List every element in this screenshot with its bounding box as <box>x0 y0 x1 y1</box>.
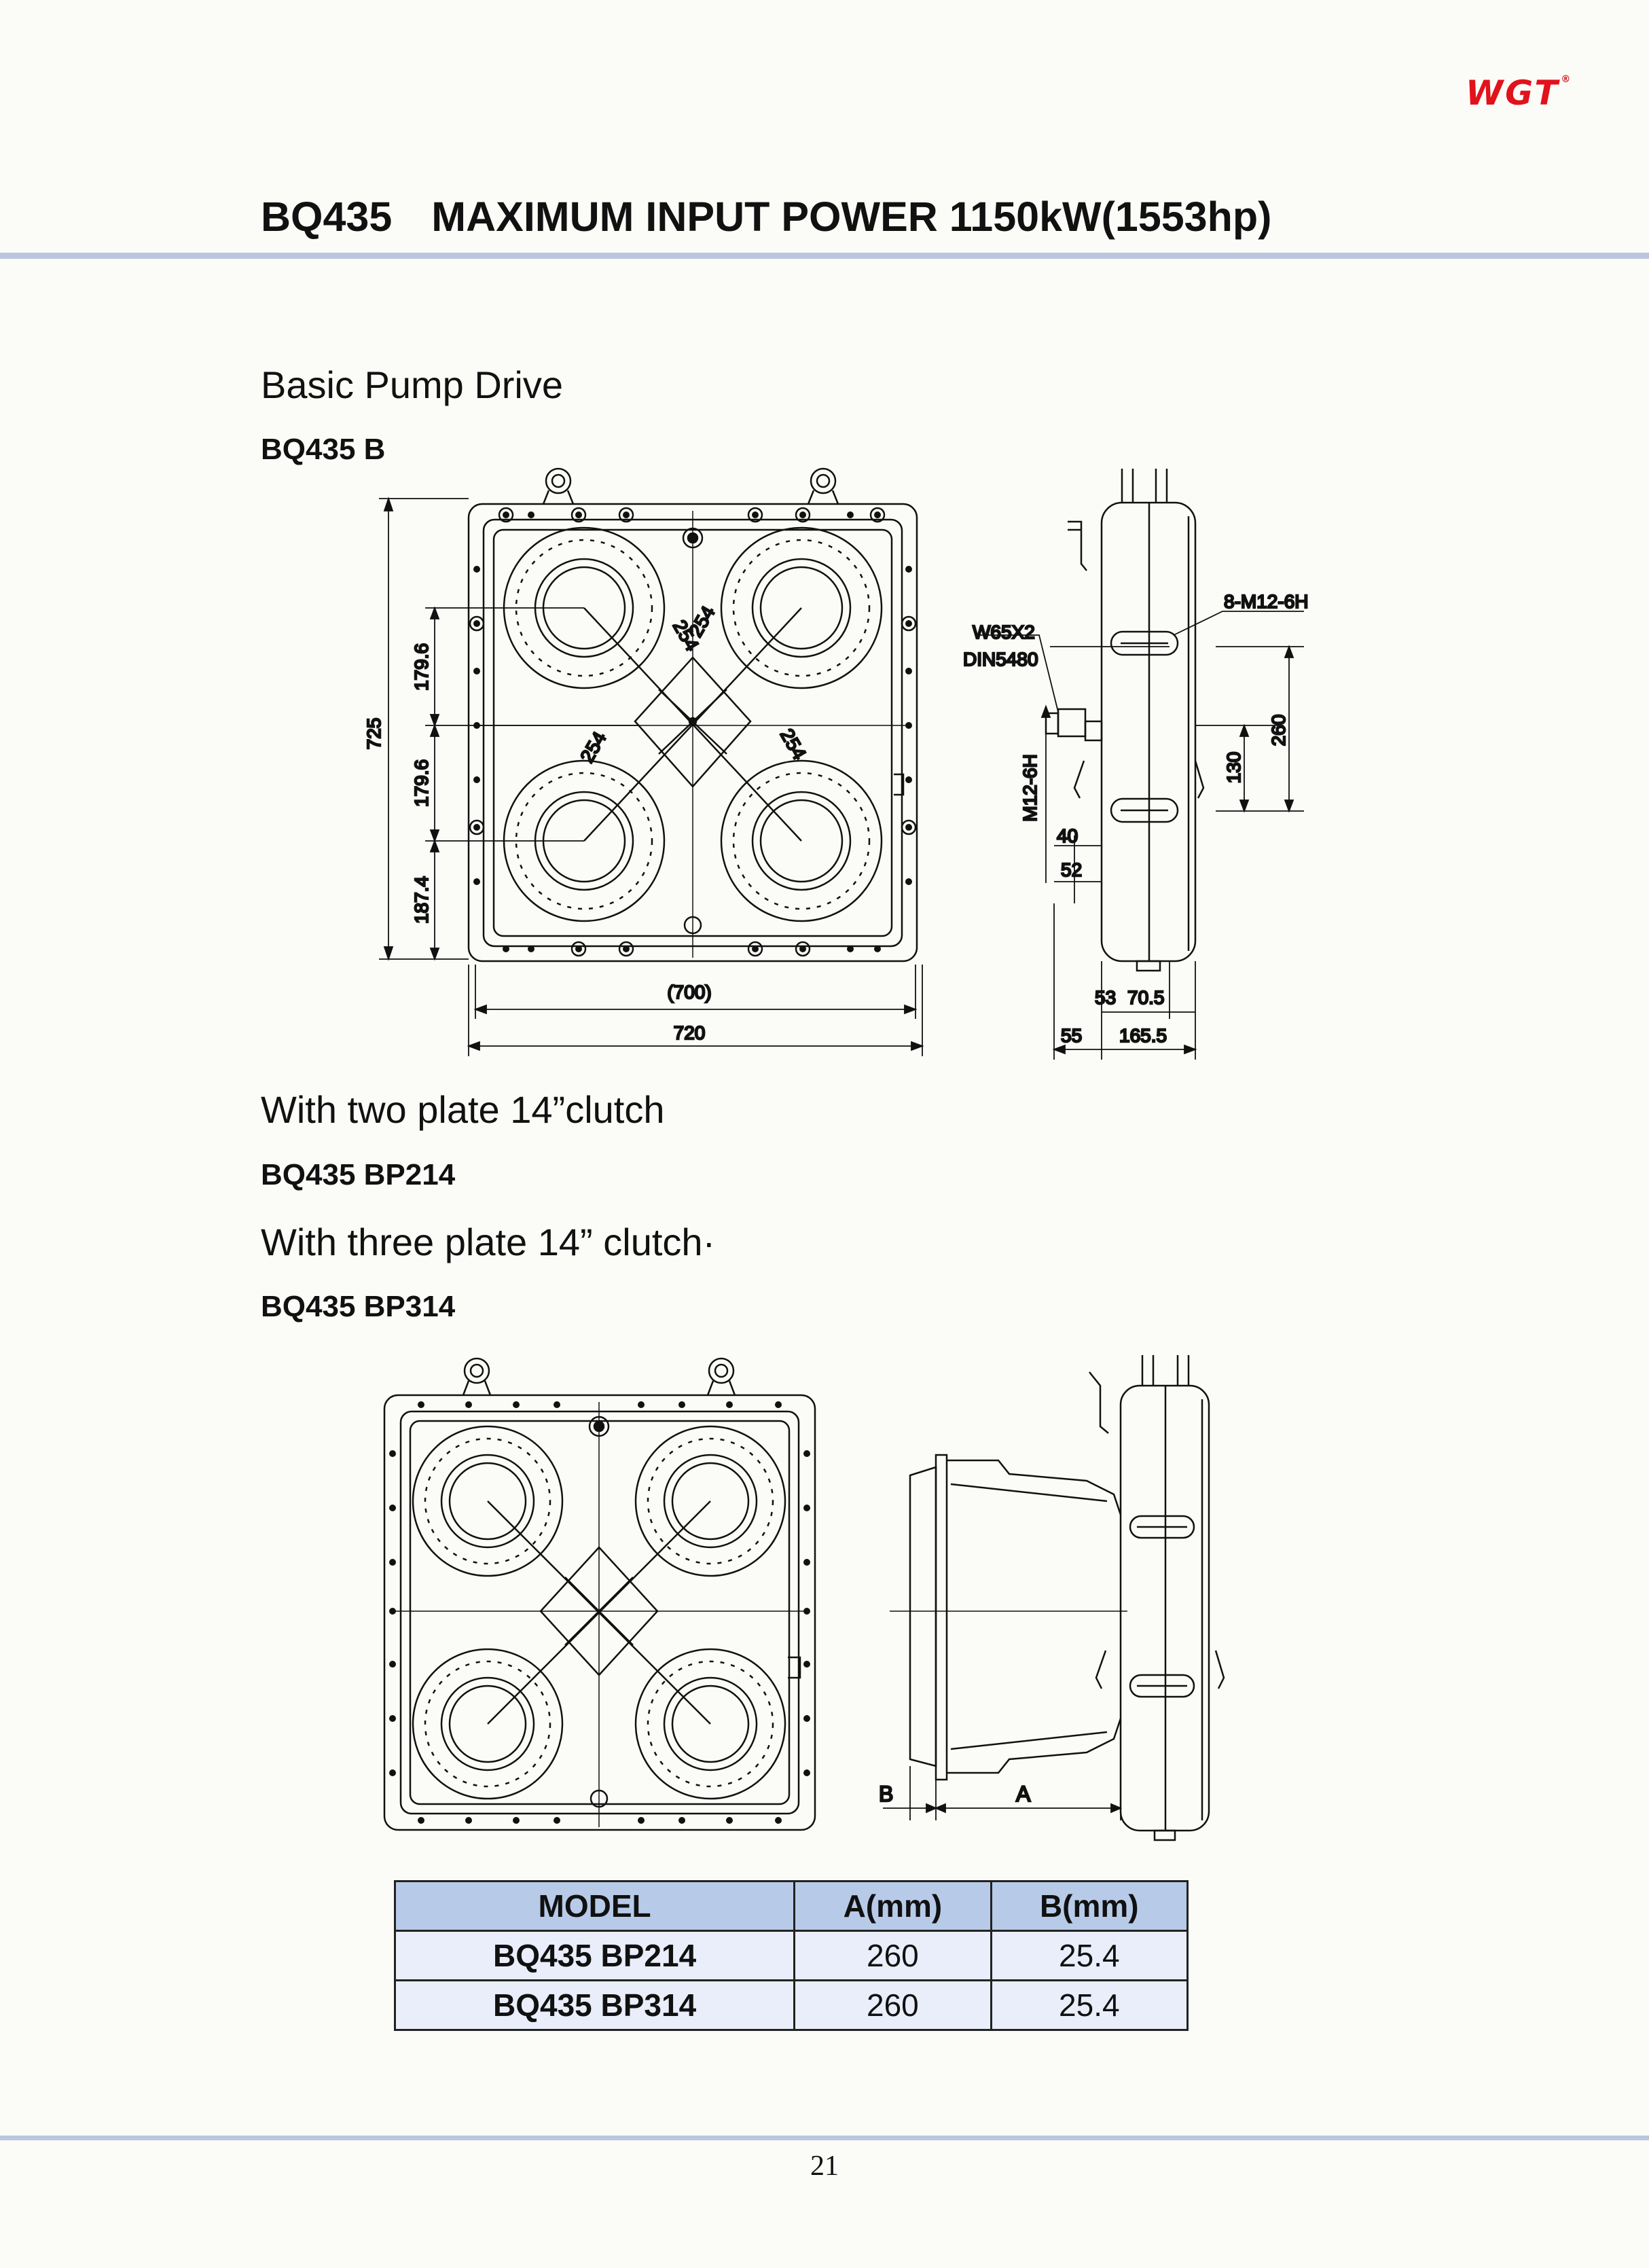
dim-55: 55 <box>1061 1025 1082 1046</box>
cell-a: 260 <box>793 1979 992 2031</box>
dim-width-inner: (700) <box>667 982 711 1003</box>
dim-height-total: 725 <box>363 718 384 750</box>
dim-seg-mid: 179.6 <box>411 759 432 807</box>
dim-165-5: 165.5 <box>1119 1025 1167 1046</box>
title-model: BQ435 <box>261 194 393 240</box>
cell-a: 260 <box>793 1930 992 1981</box>
dim-52: 52 <box>1061 859 1082 880</box>
cell-model: BQ435 BP314 <box>393 1979 796 2031</box>
cell-model: BQ435 BP214 <box>393 1930 796 1981</box>
thread-side-label: M12-6H <box>1019 754 1040 822</box>
model-label-bp214: BQ435 BP214 <box>261 1158 456 1191</box>
front-view <box>467 467 918 962</box>
cell-b: 25.4 <box>990 1979 1189 2031</box>
clutch-front-view <box>383 1357 816 1831</box>
page-title: BQ435 MAXIMUM INPUT POWER 1150kW(1553hp) <box>261 194 1271 240</box>
dim-70-5: 70.5 <box>1127 987 1165 1008</box>
dim-width-outer: 720 <box>674 1022 706 1043</box>
dim-a-label: A <box>1016 1782 1031 1806</box>
table-row: BQ435 BP214 260 25.4 <box>393 1930 1189 1981</box>
header-model: MODEL <box>393 1880 796 1932</box>
bolt-label: 8-M12-6H <box>1224 591 1308 612</box>
header-b: B(mm) <box>990 1880 1189 1932</box>
clutch-pump-drive-drawing: B A <box>383 1355 1225 1841</box>
spline-label-1: W65X2 <box>973 622 1035 643</box>
table-row: BQ435 BP314 260 25.4 <box>393 1979 1189 2031</box>
side-view-dimensions <box>978 611 1304 1060</box>
model-label-bp314: BQ435 BP314 <box>261 1290 456 1323</box>
basic-pump-drive-drawing: 725 179.6 179.6 187.4 254 254 254 254 (7… <box>363 467 1309 1060</box>
clutch-dimensions <box>883 1766 1123 1820</box>
side-view <box>1045 469 1205 972</box>
footer-rule <box>0 2136 1649 2140</box>
dim-260: 260 <box>1268 715 1289 746</box>
table-header-row: MODEL A(mm) B(mm) <box>393 1880 1189 1932</box>
dim-b-label: B <box>879 1782 893 1806</box>
page-number: 21 <box>810 2150 839 2182</box>
dim-seg-bottom: 187.4 <box>411 876 432 924</box>
wgt-logo: WGT® <box>1466 73 1573 113</box>
clutch-dimension-table: MODEL A(mm) B(mm) BQ435 BP214 260 25.4 B… <box>393 1880 1189 2031</box>
dim-seg-top: 179.6 <box>411 643 432 691</box>
front-view-dimensions <box>379 497 924 1056</box>
model-label-b: BQ435 B <box>261 433 386 466</box>
header-a: A(mm) <box>793 1880 992 1932</box>
clutch-side-view <box>890 1355 1225 1841</box>
title-text: MAXIMUM INPUT POWER 1150kW(1553hp) <box>431 194 1272 240</box>
spline-label-2: DIN5480 <box>963 649 1038 670</box>
section-heading-two-plate: With two plate 14”clutch <box>261 1088 665 1131</box>
dim-53: 53 <box>1095 987 1116 1008</box>
dim-diag-d: 254 <box>776 725 810 763</box>
header-rule <box>0 253 1649 259</box>
section-heading-basic: Basic Pump Drive <box>261 363 564 406</box>
section-heading-three-plate: With three plate 14” clutch· <box>261 1221 716 1263</box>
dim-130: 130 <box>1223 752 1244 784</box>
cell-b: 25.4 <box>990 1930 1189 1981</box>
dim-40: 40 <box>1057 825 1078 846</box>
